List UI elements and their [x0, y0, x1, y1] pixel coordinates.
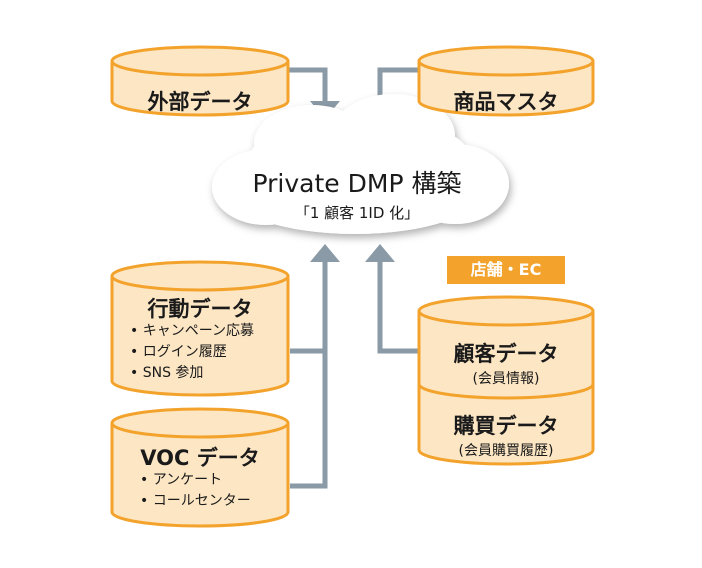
cylinder-product-master: [417, 45, 595, 117]
cylinder-external-data: [110, 45, 290, 117]
list-item: コールセンター: [140, 491, 251, 512]
cylinder-customer-purchase: [417, 295, 595, 466]
product-master-title: 商品マスタ: [453, 90, 559, 114]
store-ec-badge: 店舗・EC: [447, 256, 565, 284]
purchase-data-sub: (会員購買履歴): [458, 443, 554, 459]
arrowhead-left-up: [310, 244, 340, 262]
arrowhead-right-up: [365, 244, 395, 262]
cloud: [212, 94, 509, 234]
list-item: キャンペーン応募: [130, 321, 254, 342]
cloud-subtitle: 「1 顧客 1ID 化」: [294, 204, 420, 222]
list-item: SNS 参加: [130, 363, 254, 384]
behavior-data-title: 行動データ: [147, 297, 253, 321]
behavior-data-list: キャンペーン応募 ログイン履歴 SNS 参加: [130, 321, 254, 384]
purchase-data-title: 購買データ: [453, 414, 559, 438]
arrow-products-to-cloud: [377, 67, 418, 106]
list-item: ログイン履歴: [130, 342, 254, 363]
arrow-external-to-cloud: [289, 67, 328, 106]
line-customer: [377, 252, 418, 354]
cloud-title: Private DMP 構築: [252, 169, 462, 198]
voc-data-list: アンケート コールセンター: [140, 470, 251, 512]
line-voc: [290, 252, 328, 489]
external-data-title: 外部データ: [147, 90, 253, 114]
customer-data-sub: (会員情報): [472, 371, 540, 387]
list-item: アンケート: [140, 470, 251, 491]
customer-data-title: 顧客データ: [453, 342, 559, 366]
voc-data-title: VOC データ: [140, 446, 260, 470]
